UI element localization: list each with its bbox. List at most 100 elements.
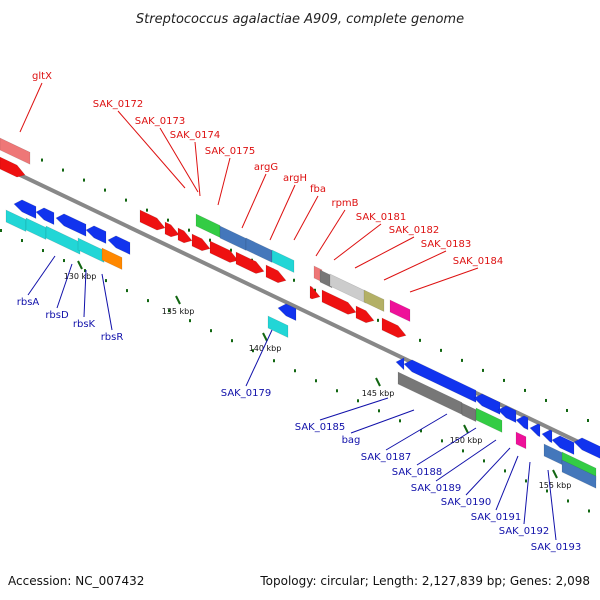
gene-block xyxy=(209,240,239,263)
label-leader-lines xyxy=(19,82,557,541)
gene-block xyxy=(403,359,477,403)
accession-text: Accession: NC_007432 xyxy=(8,574,144,588)
leader-line xyxy=(101,273,113,331)
inner-dot-row-dot xyxy=(273,359,275,363)
gene-label: SAK_0179 xyxy=(221,388,271,399)
outer-dot-row-dot xyxy=(125,198,127,202)
gene-block xyxy=(5,209,27,233)
tick-label: 135 kbp xyxy=(162,307,195,316)
gene-block xyxy=(85,225,107,245)
leader-line xyxy=(523,461,531,525)
gene-label: rbsR xyxy=(101,332,124,343)
major-tick-mark xyxy=(175,295,181,305)
gene-block xyxy=(35,207,55,226)
gene-block xyxy=(101,247,123,271)
gene-label: rpmB xyxy=(331,198,358,209)
major-tick-mark xyxy=(552,469,558,479)
gene-label: argH xyxy=(283,173,307,184)
outer-dot-row-dot xyxy=(209,238,211,242)
leader-line xyxy=(435,439,497,482)
outer-dot-row-dot xyxy=(167,218,169,222)
gene-label: SAK_0188 xyxy=(392,467,442,478)
inner-dot-row-dot xyxy=(462,449,464,453)
inner-dot-row-dot xyxy=(210,329,212,333)
gene-label: SAK_0174 xyxy=(170,130,220,141)
inner-dot-row-dot xyxy=(231,339,233,343)
leader-line xyxy=(117,110,186,189)
gene-block xyxy=(395,357,405,371)
gene-label: SAK_0184 xyxy=(453,256,503,267)
outer-dot-row-dot xyxy=(62,168,64,172)
gene-block xyxy=(355,305,375,324)
leader-line xyxy=(354,236,415,269)
leader-line xyxy=(19,82,43,133)
gene-block xyxy=(195,213,221,238)
gene-label: SAK_0192 xyxy=(499,526,549,537)
inner-dot-row-dot xyxy=(252,349,254,353)
leader-line xyxy=(293,195,319,241)
gene-block xyxy=(321,289,357,315)
gene-block xyxy=(319,269,333,289)
inner-dot-row-dot xyxy=(504,469,506,473)
gene-label: SAK_0181 xyxy=(356,212,406,223)
gene-block xyxy=(277,303,297,322)
gene-block xyxy=(551,435,575,455)
gene-block xyxy=(235,251,265,274)
gene-block xyxy=(515,415,529,431)
gene-label: bag xyxy=(342,435,361,446)
gene-label: rbsK xyxy=(73,319,96,330)
gene-block xyxy=(77,237,105,263)
inner-dot-row-dot xyxy=(483,459,485,463)
leader-line xyxy=(245,329,273,387)
gene-label: SAK_0189 xyxy=(411,483,461,494)
outer-dot-row-dot xyxy=(524,388,526,392)
major-tick-mark xyxy=(77,260,83,270)
gene-block xyxy=(381,317,407,338)
tick-dot-rows xyxy=(0,148,590,513)
inner-dot-row-dot xyxy=(189,319,191,323)
inner-dot-row-dot xyxy=(546,489,548,493)
gene-label: rbsA xyxy=(17,297,40,308)
gene-block xyxy=(164,221,180,238)
gene-label: SAK_0185 xyxy=(295,422,345,433)
gene-block xyxy=(55,213,87,237)
outer-dot-row-dot xyxy=(461,358,463,362)
major-tick-mark xyxy=(375,377,381,387)
tick-label: 140 kbp xyxy=(249,344,282,353)
gene-label: SAK_0190 xyxy=(441,497,491,508)
inner-dot-row-dot xyxy=(105,279,107,283)
outer-dot-row-dot xyxy=(188,228,190,232)
inner-dot-row-dot xyxy=(0,229,2,232)
gene-block xyxy=(107,235,131,255)
gene-block xyxy=(13,199,37,219)
inner-dot-row-dot xyxy=(420,429,422,433)
leader-line xyxy=(409,267,479,293)
gene-block xyxy=(265,264,287,284)
inner-dot-row-dot xyxy=(357,399,359,403)
inner-dot-row-dot xyxy=(336,389,338,393)
inner-dot-row-dot xyxy=(294,369,296,373)
gene-block xyxy=(561,459,597,489)
leader-line xyxy=(547,469,557,541)
gene-block xyxy=(0,156,26,178)
map-title: Streptococcus agalactiae A909, complete … xyxy=(136,12,464,27)
gene-block xyxy=(45,225,81,255)
inner-dot-row-dot xyxy=(168,309,170,313)
gene-block xyxy=(363,289,385,313)
leader-line xyxy=(217,157,231,206)
gene-block xyxy=(191,233,211,252)
gene-label: SAK_0172 xyxy=(93,99,143,110)
leader-line xyxy=(495,455,519,511)
inner-dot-row-dot xyxy=(147,299,149,303)
gene-labels: gltXSAK_0172SAK_0173SAK_0174SAK_0175argG… xyxy=(17,71,581,553)
outer-dot-row-dot xyxy=(293,278,295,282)
gene-block xyxy=(475,407,503,433)
gene-label: SAK_0173 xyxy=(135,116,185,127)
leader-line xyxy=(159,127,199,193)
gene-label: SAK_0193 xyxy=(531,542,581,553)
gene-block xyxy=(461,402,477,423)
major-tick-mark xyxy=(463,424,469,434)
gene-block xyxy=(271,249,295,273)
gene-block xyxy=(25,217,47,241)
leader-line xyxy=(383,250,447,281)
